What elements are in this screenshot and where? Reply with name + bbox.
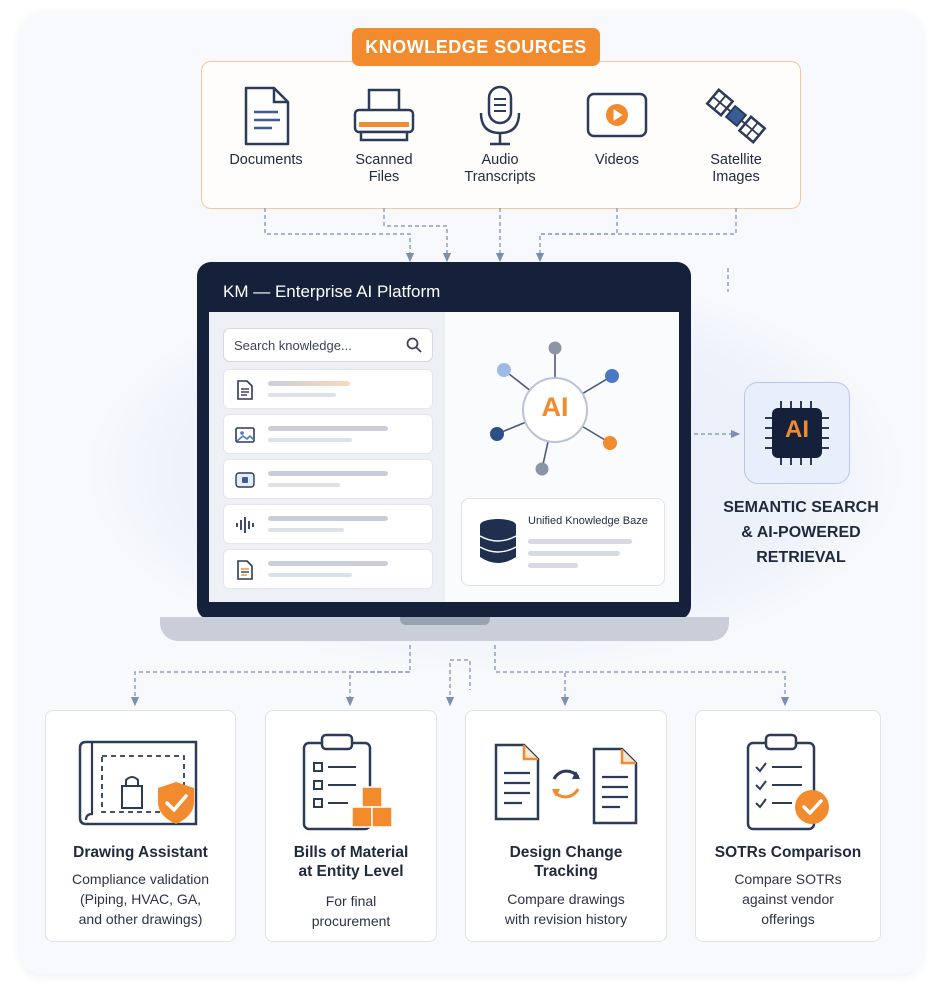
source-documents: Documents bbox=[211, 80, 321, 169]
placeholder-line bbox=[528, 551, 620, 556]
satellite-icon bbox=[681, 80, 791, 152]
list-item[interactable] bbox=[223, 549, 433, 589]
source-satellite-images: Satellite Images bbox=[681, 80, 791, 186]
list-item[interactable] bbox=[223, 414, 433, 454]
results-pane: Search knowledge... bbox=[209, 312, 444, 602]
clipboard-check-icon bbox=[696, 729, 880, 839]
knowledge-base-label: Unified Knowledge Baze bbox=[528, 515, 648, 527]
network-node bbox=[605, 369, 619, 383]
placeholder-line bbox=[268, 426, 388, 431]
ai-core-node bbox=[522, 377, 588, 443]
placeholder-line bbox=[268, 438, 352, 442]
placeholder-line bbox=[268, 381, 350, 386]
network-node bbox=[603, 436, 617, 450]
placeholder-line bbox=[268, 471, 388, 476]
card-description: Compare drawings with revision history bbox=[504, 891, 628, 927]
search-icon bbox=[406, 337, 422, 353]
laptop-notch bbox=[400, 617, 490, 625]
card-title: Design Change Tracking bbox=[509, 844, 623, 880]
placeholder-line bbox=[528, 539, 632, 544]
list-item[interactable] bbox=[223, 504, 433, 544]
ai-pane: AI Unified Knowledge Baze bbox=[445, 312, 679, 602]
card-title: Drawing Assistant bbox=[73, 844, 208, 861]
clipboard-boxes-icon bbox=[266, 729, 436, 839]
semantic-ai-chip: AI bbox=[744, 382, 850, 484]
ai-chip-icon bbox=[765, 401, 829, 465]
document-icon bbox=[211, 80, 321, 152]
placeholder-line bbox=[268, 516, 388, 521]
card-design-change-tracking[interactable]: Design Change Tracking Compare drawings … bbox=[465, 710, 667, 942]
placeholder-line bbox=[528, 563, 578, 568]
scanner-icon bbox=[329, 80, 439, 152]
image-icon bbox=[235, 427, 255, 443]
card-description: For final procurement bbox=[311, 893, 391, 929]
network-node bbox=[490, 427, 504, 441]
search-input[interactable]: Search knowledge... bbox=[223, 328, 433, 362]
microphone-icon bbox=[445, 80, 555, 152]
network-node bbox=[535, 462, 549, 476]
placeholder-line bbox=[268, 528, 344, 532]
placeholder-line bbox=[268, 393, 336, 397]
placeholder-line bbox=[268, 573, 352, 577]
video-icon bbox=[235, 472, 255, 488]
card-title: Bills of Material at Entity Level bbox=[293, 844, 409, 880]
database-icon bbox=[479, 519, 517, 563]
laptop-screen: KM — Enterprise AI Platform Search knowl… bbox=[197, 262, 691, 620]
placeholder-line bbox=[268, 561, 388, 566]
app-screen: Search knowledge... bbox=[209, 312, 679, 602]
source-audio-transcripts: Audio Transcripts bbox=[445, 80, 555, 186]
source-label: Videos bbox=[594, 152, 640, 168]
list-item[interactable] bbox=[223, 459, 433, 499]
search-placeholder: Search knowledge... bbox=[234, 337, 352, 353]
document-compare-icon bbox=[466, 729, 666, 839]
source-label: Scanned Files bbox=[355, 152, 413, 185]
source-label: Satellite Images bbox=[710, 152, 762, 185]
blueprint-shield-icon bbox=[46, 729, 235, 839]
card-description: Compliance validation (Piping, HVAC, GA,… bbox=[72, 871, 209, 927]
source-scanned-files: Scanned Files bbox=[329, 80, 439, 186]
video-icon bbox=[562, 80, 672, 152]
platform-title: KM — Enterprise AI Platform bbox=[223, 282, 441, 301]
semantic-search-label: SEMANTIC SEARCH & AI-POWERED RETRIEVAL bbox=[723, 499, 879, 566]
card-drawing-assistant[interactable]: Drawing Assistant Compliance validation … bbox=[45, 710, 236, 942]
network-node bbox=[497, 363, 511, 377]
card-description: Compare SOTRs against vendor offerings bbox=[734, 871, 842, 927]
source-label: Audio Transcripts bbox=[464, 152, 536, 185]
audio-icon bbox=[236, 517, 254, 533]
knowledge-base-card: Unified Knowledge Baze bbox=[461, 498, 665, 586]
source-label: Documents bbox=[229, 152, 303, 168]
ai-network-graph bbox=[490, 341, 619, 476]
network-node bbox=[548, 341, 562, 355]
ai-chip-label: AI bbox=[785, 416, 809, 443]
sources-title: KNOWLEDGE SOURCES bbox=[352, 28, 600, 66]
ai-core-label: AI bbox=[541, 392, 569, 422]
source-videos: Videos bbox=[562, 80, 672, 169]
document-icon bbox=[237, 560, 253, 580]
card-title: SOTRs Comparison bbox=[714, 844, 862, 861]
placeholder-line bbox=[268, 483, 340, 487]
card-sotrs-comparison[interactable]: SOTRs Comparison Compare SOTRs against v… bbox=[695, 710, 881, 942]
document-icon bbox=[237, 380, 253, 400]
list-item[interactable] bbox=[223, 369, 433, 409]
card-bills-of-material[interactable]: Bills of Material at Entity Level For fi… bbox=[265, 710, 437, 942]
